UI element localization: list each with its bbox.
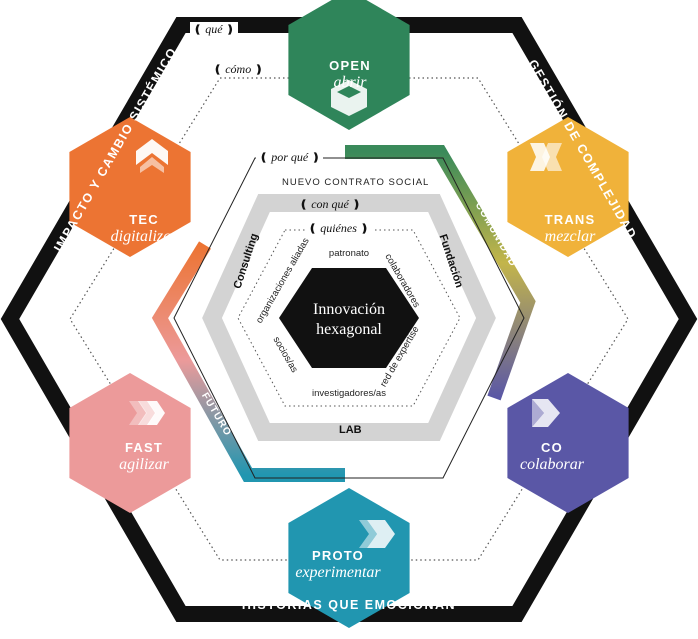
node-open: OPEN abrir bbox=[290, 58, 410, 92]
open-icon bbox=[331, 80, 367, 116]
node-co-verb: colaborar bbox=[520, 456, 584, 473]
actor-patronato: patronato bbox=[328, 248, 370, 259]
question-por-que-text: por qué bbox=[271, 150, 309, 164]
center-title: Innovación hexagonal bbox=[313, 301, 385, 338]
futuro-band bbox=[151, 241, 345, 482]
nodes-layer bbox=[69, 0, 629, 628]
node-co: CO colaborar bbox=[492, 440, 612, 474]
question-con-que: ❪ con qué ❫ bbox=[296, 197, 365, 212]
node-fast-shape bbox=[69, 373, 191, 513]
node-open-shape bbox=[288, 0, 410, 130]
node-proto-title: PROTO bbox=[312, 548, 364, 563]
co-icon bbox=[532, 399, 560, 427]
tec-icon bbox=[136, 139, 168, 173]
social-contract-ring bbox=[173, 157, 525, 479]
node-trans-verb: mezclar bbox=[544, 228, 596, 245]
label-historias: HISTORIAS QUE EMOCIONAN bbox=[242, 598, 456, 612]
comunidad-band bbox=[345, 145, 536, 401]
node-open-verb: abrir bbox=[333, 74, 367, 91]
node-tec-title: TEC bbox=[129, 212, 159, 227]
fast-icon bbox=[129, 401, 165, 425]
core-hexagon bbox=[279, 268, 419, 368]
node-fast: FAST agilizar bbox=[84, 440, 204, 474]
question-quienes-text: quiénes bbox=[320, 221, 357, 235]
node-tec-verb: digitalizar bbox=[110, 228, 178, 245]
question-quienes: ❪ quiénes ❫ bbox=[305, 221, 373, 236]
node-open-title: OPEN bbox=[329, 58, 371, 73]
node-trans-title: TRANS bbox=[544, 212, 596, 227]
proto-icon bbox=[359, 520, 395, 548]
node-proto-verb: experimentar bbox=[295, 564, 381, 581]
node-tec: TEC digitalizar bbox=[84, 212, 204, 246]
node-fast-verb: agilizar bbox=[119, 456, 169, 473]
outer-frame bbox=[0, 17, 698, 622]
node-proto: PROTO experimentar bbox=[278, 548, 398, 582]
label-lab: LAB bbox=[339, 424, 362, 436]
node-trans-shape bbox=[507, 117, 629, 257]
node-proto-shape bbox=[288, 488, 410, 628]
question-que: ❪ qué ❫ bbox=[190, 22, 238, 37]
node-trans: TRANS mezclar bbox=[510, 212, 630, 246]
trans-icon bbox=[530, 143, 562, 171]
question-por-que: ❪ por qué ❫ bbox=[256, 150, 324, 165]
question-como: ❪ cómo ❫ bbox=[210, 62, 267, 77]
node-open-hexagon bbox=[288, 0, 410, 130]
node-tec-shape bbox=[69, 117, 191, 257]
question-que-text: qué bbox=[205, 22, 223, 36]
question-como-text: cómo bbox=[225, 62, 252, 76]
grey-ring bbox=[202, 194, 496, 441]
actor-investigadores: investigadores/as bbox=[312, 388, 386, 399]
node-fast-title: FAST bbox=[124, 440, 164, 455]
dotted-connector-hexagon bbox=[69, 77, 629, 561]
question-con-que-text: con qué bbox=[311, 197, 349, 211]
node-co-title: CO bbox=[541, 440, 563, 455]
node-co-shape bbox=[507, 373, 629, 513]
label-nuevo-contrato: NUEVO CONTRATO SOCIAL bbox=[282, 177, 430, 188]
